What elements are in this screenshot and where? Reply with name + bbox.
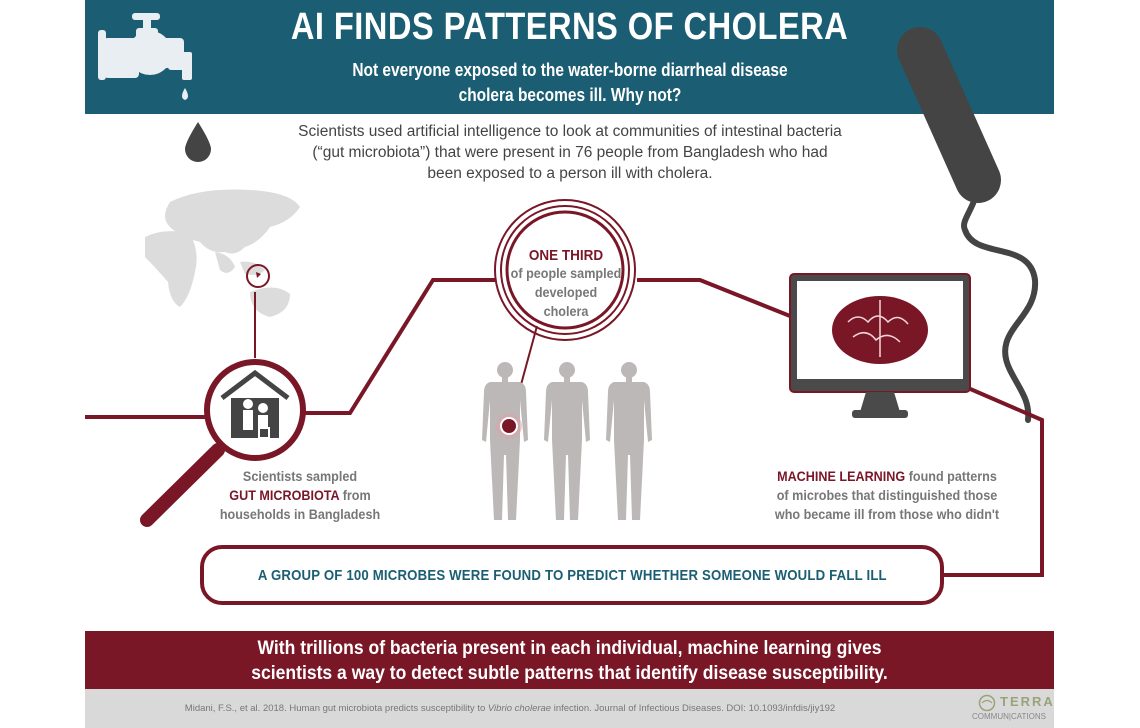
bacterium-icon [897, 27, 1039, 423]
house-doctor-icon [220, 369, 290, 439]
faucet-icon [98, 13, 192, 100]
water-drop-icon [185, 122, 211, 162]
one-third-stat: ONE THIRD of people sampled developed ch… [510, 247, 622, 319]
terra-communications-logo: TERRA COMMUN|CATIONS [972, 694, 1055, 721]
world-map [145, 189, 300, 317]
citation-text: Midani, F.S., et al. 2018. Human gut mic… [184, 703, 836, 714]
intro-text: Scientists used artificial intelligence … [298, 123, 842, 182]
result-callout: A GROUP OF 100 MICROBES WERE FOUND TO PR… [200, 545, 944, 605]
brain-icon [832, 296, 928, 364]
page-title: AI FINDS PATTERNS OF CHOLERA [290, 6, 849, 48]
monitor-icon [789, 273, 971, 418]
human-figure-icon [482, 362, 528, 520]
human-figures [482, 362, 652, 520]
footer-bar [85, 689, 1054, 728]
step3-caption: MACHINE LEARNING found patterns of micro… [774, 468, 1000, 522]
terra-logo-icon [978, 694, 996, 712]
conclusion-banner: With trillions of bacteria present in ea… [85, 631, 1054, 689]
header-banner [85, 0, 1054, 114]
page-subtitle: Not everyone exposed to the water-borne … [352, 60, 788, 105]
human-figure-icon [544, 362, 590, 520]
human-figure-icon [606, 362, 652, 520]
step1-caption: Scientists sampled GUT MICROBIOTA from h… [219, 468, 381, 522]
location-marker-icon [246, 264, 270, 288]
